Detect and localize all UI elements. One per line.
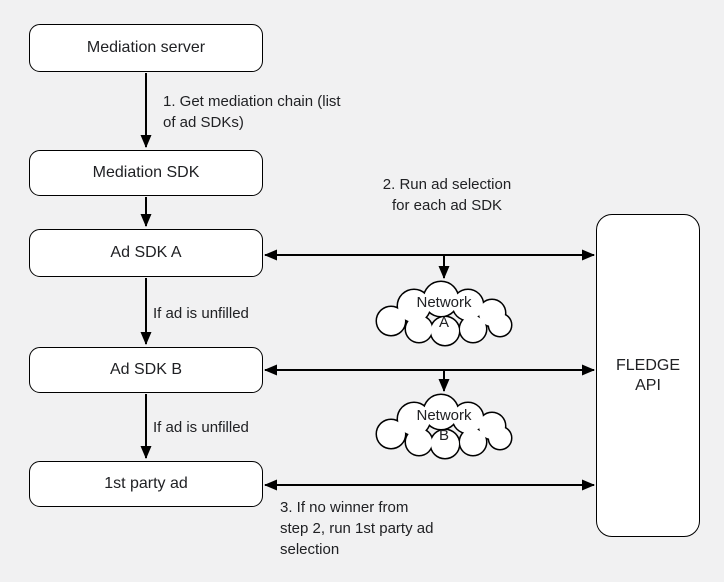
node-fledge-api: FLEDGE API: [596, 214, 700, 537]
node-fledge-api-line1: FLEDGE: [615, 356, 680, 374]
node-mediation-server: Mediation server: [29, 24, 263, 72]
annotation-if-ad-unfilled-2: If ad is unfilled: [153, 419, 249, 436]
node-ad-sdk-b-label: Ad SDK B: [109, 361, 183, 378]
node-ad-sdk-a: Ad SDK A: [29, 229, 263, 277]
node-ad-sdk-b: Ad SDK B: [29, 347, 263, 393]
node-mediation-sdk-label: Mediation SDK: [92, 164, 200, 181]
annotation-step1: 1. Get mediation chain (list of ad SDKs): [163, 93, 341, 131]
node-first-party-ad-label: 1st party ad: [104, 475, 188, 492]
node-first-party-ad: 1st party ad: [29, 461, 263, 507]
annotation-if-ad-unfilled-1: If ad is unfilled: [153, 305, 249, 322]
annotation-step3: 3. If no winner from step 2, run 1st par…: [280, 499, 434, 558]
node-mediation-server-label: Mediation server: [86, 39, 206, 56]
node-ad-sdk-a-label: Ad SDK A: [110, 244, 182, 261]
network-a-label: Network A: [416, 294, 472, 331]
network-b-label: Network B: [416, 407, 472, 444]
annotation-step2: 2. Run ad selection for each ad SDK: [382, 176, 512, 214]
node-mediation-sdk: Mediation SDK: [29, 150, 263, 196]
node-fledge-api-line2: API: [635, 376, 661, 394]
